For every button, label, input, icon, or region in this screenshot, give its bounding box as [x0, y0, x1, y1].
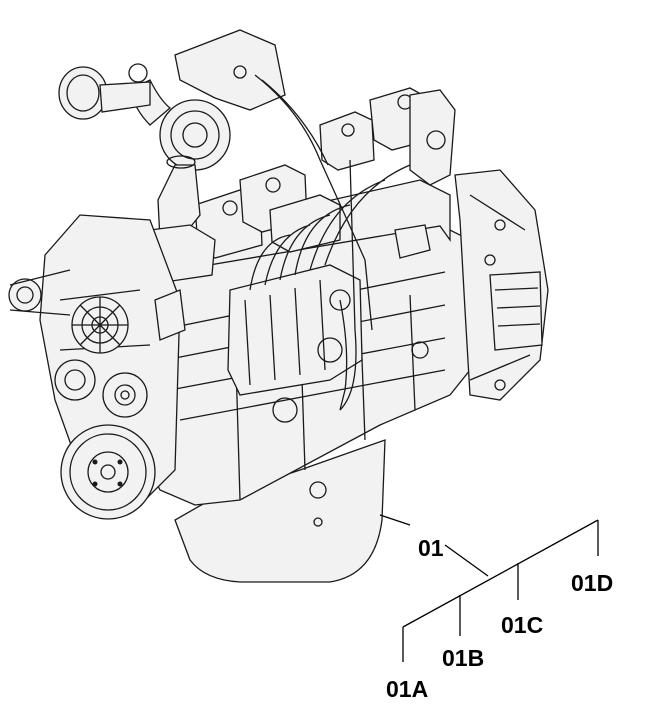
oil-pan-plug — [309, 481, 327, 499]
front-gear-cover — [39, 214, 181, 501]
leader-01 — [379, 514, 411, 526]
fan-hub — [71, 296, 129, 354]
manifold-cap — [128, 63, 148, 83]
exhaust-manifold — [174, 29, 286, 111]
crankshaft-pulley — [60, 424, 156, 520]
oil-pan-hole — [313, 517, 323, 527]
block-port — [272, 397, 298, 423]
leader-01-junction — [444, 544, 489, 577]
callout-01b: 01B — [442, 645, 484, 671]
callout-labels: 01 01A 01B 01C 01D — [386, 535, 613, 702]
leader-trunk — [402, 519, 599, 628]
engine-illustration — [8, 29, 549, 583]
front-mount — [154, 289, 186, 341]
lifting-bracket-rear — [409, 89, 456, 186]
fuel-lines — [249, 74, 411, 411]
belt-tensioner — [102, 372, 148, 418]
flywheel-housing — [454, 169, 549, 401]
oil-pan — [174, 439, 386, 583]
callout-01: 01 — [418, 535, 444, 561]
callout-01c: 01C — [501, 612, 543, 638]
dipstick-tube — [339, 299, 348, 411]
callout-01a: 01A — [386, 676, 428, 702]
alternator — [8, 269, 71, 316]
fuel-filter-head — [394, 224, 431, 259]
turbocharger — [58, 66, 231, 241]
callout-01d: 01D — [571, 570, 613, 596]
idler-pulley — [54, 359, 96, 401]
leader-lines — [379, 514, 599, 662]
